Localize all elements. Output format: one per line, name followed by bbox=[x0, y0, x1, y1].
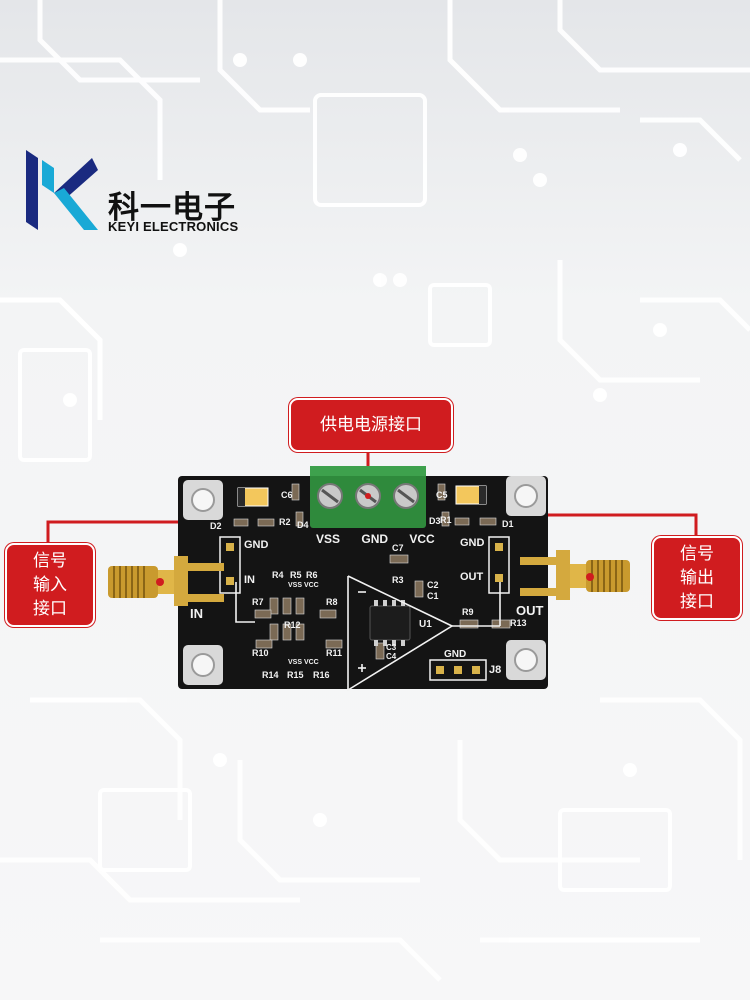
ref-r11: R11 bbox=[326, 648, 343, 658]
terminal-label-gnd: GND bbox=[361, 532, 389, 546]
signal-input-line-1: 信号 bbox=[33, 551, 67, 571]
ref-d2: D2 bbox=[210, 521, 222, 531]
terminal-label-vcc: VCC bbox=[409, 532, 435, 546]
ref-r6: R6 bbox=[306, 570, 318, 580]
keyi-logo bbox=[24, 148, 264, 238]
ref-c6: C6 bbox=[281, 490, 293, 500]
ref-d3: D3 bbox=[429, 516, 441, 526]
in-board-label: IN bbox=[190, 606, 203, 621]
sma-input-connector bbox=[108, 556, 224, 606]
out-header-out: OUT bbox=[460, 571, 484, 583]
opamp-symbol bbox=[235, 575, 501, 692]
out-board-label: OUT bbox=[516, 603, 544, 618]
ref-d1: D1 bbox=[502, 519, 514, 529]
sma-output-connector bbox=[520, 550, 630, 600]
u1-label: U1 bbox=[419, 619, 432, 630]
ref-r16: R16 bbox=[313, 670, 330, 680]
in-header-in: IN bbox=[244, 574, 255, 586]
brand-name-cn: 科一电子 bbox=[108, 190, 236, 226]
keyi-k-logo-icon bbox=[26, 150, 98, 230]
ref-r1: R1 bbox=[440, 515, 452, 525]
j8-gnd-label: GND bbox=[444, 649, 467, 660]
signal-input-line-3: 接口 bbox=[33, 599, 67, 619]
ref-c7: C7 bbox=[392, 543, 404, 553]
signal-output-line-2: 输出 bbox=[680, 568, 714, 588]
ref-r2: R2 bbox=[279, 517, 291, 527]
tantalum-capacitors bbox=[237, 485, 487, 507]
in-header-gnd: GND bbox=[244, 539, 269, 551]
out-header-gnd: GND bbox=[460, 537, 485, 549]
ref-d4: D4 bbox=[297, 520, 309, 530]
ref-r15: R15 bbox=[287, 670, 304, 680]
ref-r14: R14 bbox=[262, 670, 279, 680]
signal-output-line-1: 信号 bbox=[680, 544, 714, 564]
power-interface-callout: 供电电源接口 bbox=[289, 398, 453, 452]
ref-r10: R10 bbox=[252, 648, 269, 658]
terminal-labels: VSS GND VCC bbox=[316, 532, 435, 546]
signal-output-line-3: 接口 bbox=[680, 592, 714, 612]
pin-headers bbox=[219, 536, 510, 681]
op-amp-chip bbox=[369, 600, 411, 646]
signal-output-callout: 信号 输出 接口 bbox=[652, 536, 742, 620]
vss-vcc-label-bottom: VSS VCC bbox=[288, 659, 319, 666]
ref-c1: C1 bbox=[427, 591, 439, 601]
vss-vcc-label-top: VSS VCC bbox=[288, 582, 319, 589]
terminal-label-vss: VSS bbox=[316, 532, 341, 546]
j8-label: J8 bbox=[489, 664, 502, 676]
ref-c5: C5 bbox=[436, 490, 448, 500]
ref-c3: C3 bbox=[386, 643, 397, 652]
ref-r12: R12 bbox=[284, 620, 301, 630]
power-terminal-block bbox=[310, 466, 426, 528]
ref-r5: R5 bbox=[290, 570, 302, 580]
brand-name-en: KEYI ELECTRONICS bbox=[108, 219, 239, 234]
ref-r13: R13 bbox=[510, 618, 527, 628]
ref-c2: C2 bbox=[427, 580, 439, 590]
ref-c4: C4 bbox=[386, 652, 397, 661]
signal-input-line-2: 输入 bbox=[33, 575, 67, 595]
mounting-holes bbox=[183, 476, 546, 685]
ref-r3: R3 bbox=[392, 575, 404, 585]
ref-r7: R7 bbox=[252, 597, 264, 607]
ref-r9: R9 bbox=[462, 607, 474, 617]
signal-input-callout: 信号 输入 接口 bbox=[5, 543, 95, 627]
ref-r4: R4 bbox=[272, 570, 284, 580]
ref-r8: R8 bbox=[326, 597, 338, 607]
smd-components bbox=[233, 483, 511, 660]
